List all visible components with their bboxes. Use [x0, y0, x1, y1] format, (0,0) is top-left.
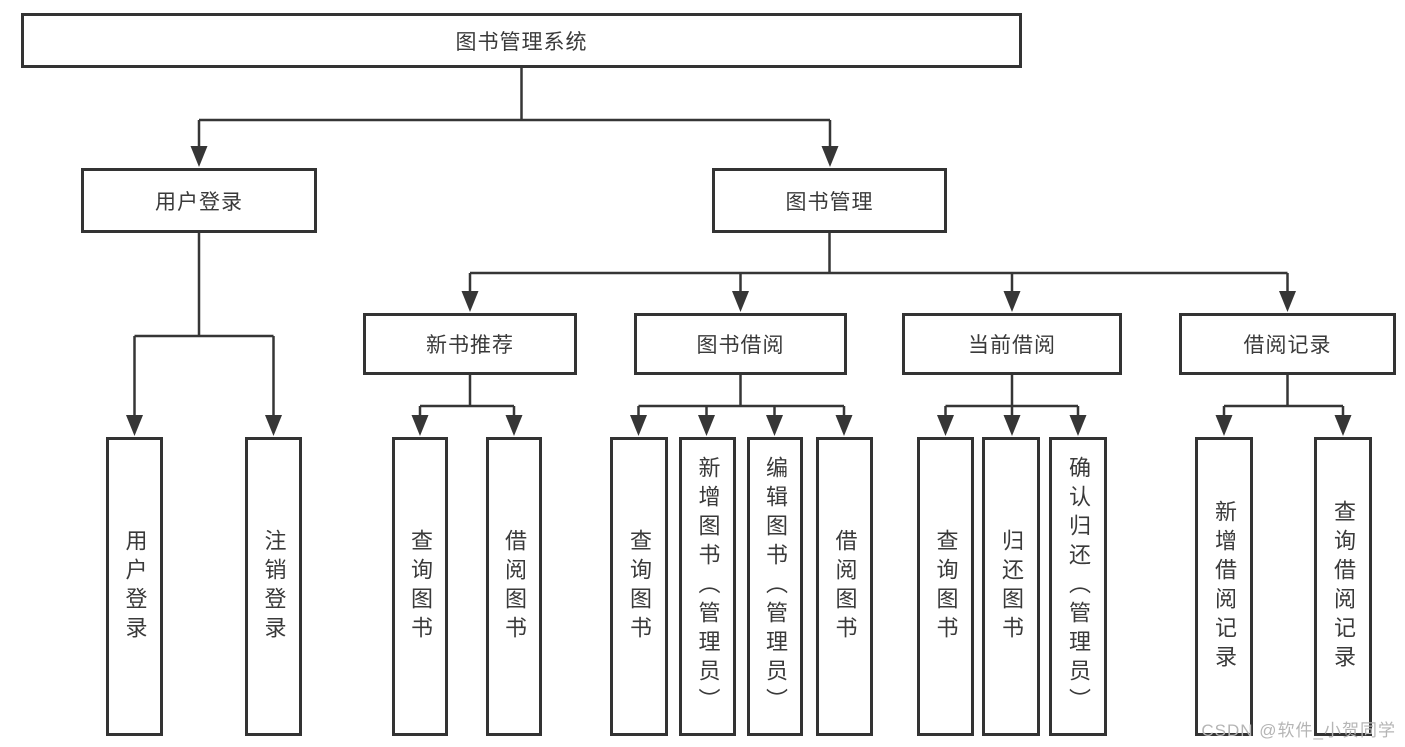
- node-label: 图书借阅: [696, 334, 785, 357]
- leaf-query-books-current: 查询图书: [917, 437, 974, 736]
- node-book-management-group: 图书管理: [712, 168, 947, 233]
- leaf-add-borrow-record: 新增借阅记录: [1195, 437, 1253, 736]
- node-label: 用户登录: [122, 528, 148, 645]
- node-label: 用户登录: [155, 190, 243, 214]
- leaf-return-books: 归还图书: [982, 437, 1040, 736]
- leaf-borrow-books: 借阅图书: [816, 437, 873, 736]
- leaf-add-books-admin: 新增图书（管理员）: [679, 437, 736, 736]
- leaf-query-borrow-record: 查询借阅记录: [1314, 437, 1372, 736]
- node-book-borrow: 图书借阅: [634, 313, 847, 375]
- leaf-borrow-books-recommend: 借阅图书: [486, 437, 542, 736]
- node-label: 注销登录: [261, 528, 287, 645]
- node-label: 确认归还（管理员）: [1066, 456, 1091, 717]
- node-label: 图书管理: [785, 190, 874, 214]
- node-label: 图书管理系统: [455, 30, 588, 54]
- node-label: 借阅记录: [1243, 334, 1332, 357]
- node-label: 借阅图书: [832, 528, 858, 645]
- node-label: 查询图书: [408, 528, 433, 645]
- node-label: 当前借阅: [968, 334, 1056, 357]
- csdn-watermark: CSDN @软件_小贺同学: [1201, 721, 1396, 740]
- node-current-borrow: 当前借阅: [902, 313, 1122, 375]
- leaf-logout: 注销登录: [245, 437, 302, 736]
- node-new-book-recommend: 新书推荐: [363, 313, 577, 375]
- node-label: 查询图书: [933, 528, 959, 645]
- node-borrow-records: 借阅记录: [1179, 313, 1396, 375]
- leaf-query-books-recommend: 查询图书: [392, 437, 448, 736]
- leaf-user-login: 用户登录: [106, 437, 163, 736]
- node-label: 新增借阅记录: [1212, 499, 1237, 674]
- node-label: 新增图书（管理员）: [695, 456, 721, 717]
- leaf-confirm-return-admin: 确认归还（管理员）: [1049, 437, 1107, 736]
- node-label: 借阅图书: [502, 528, 527, 645]
- node-label: 查询图书: [627, 528, 652, 645]
- node-label: 查询借阅记录: [1331, 499, 1356, 674]
- node-label: 归还图书: [999, 528, 1024, 645]
- leaf-edit-books-admin: 编辑图书（管理员）: [747, 437, 803, 736]
- node-label: 新书推荐: [426, 334, 514, 357]
- leaf-query-books-borrow: 查询图书: [610, 437, 668, 736]
- node-root-library-management-system: 图书管理系统: [21, 13, 1022, 68]
- node-label: 编辑图书（管理员）: [763, 456, 788, 717]
- node-user-login-group: 用户登录: [81, 168, 317, 233]
